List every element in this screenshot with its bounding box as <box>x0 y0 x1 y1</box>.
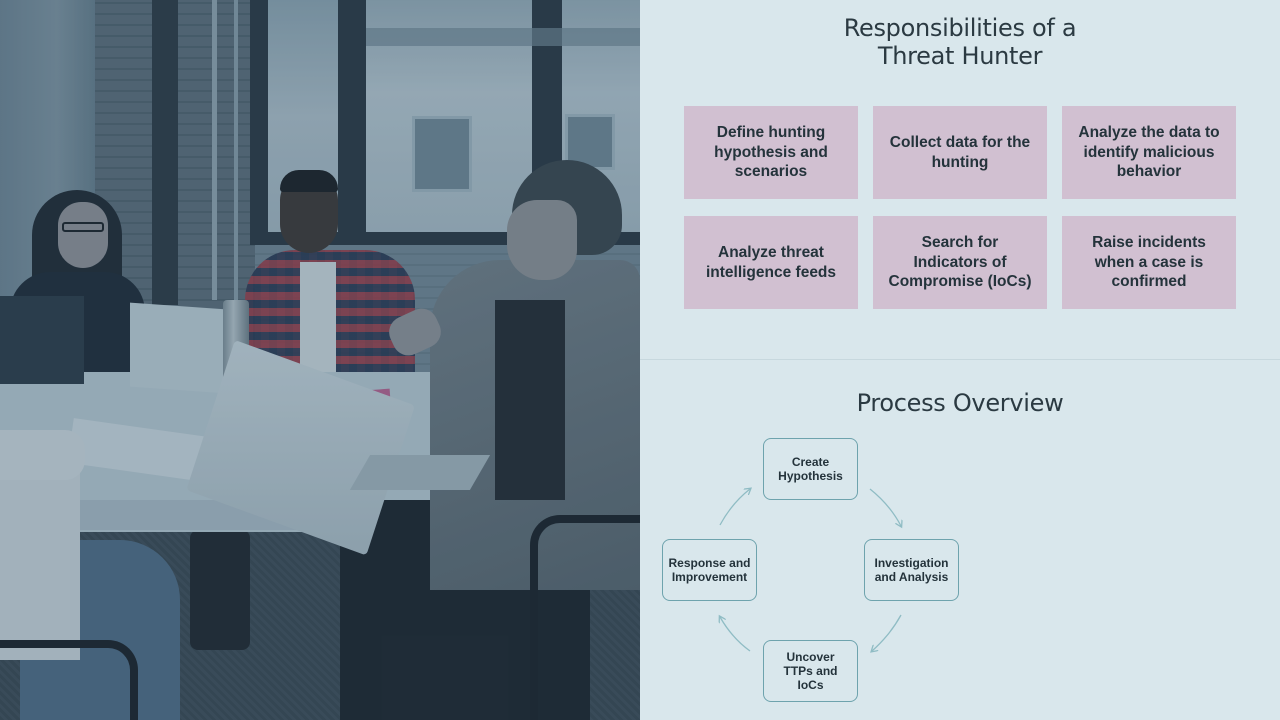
photo-building-roofline <box>366 28 640 46</box>
photo-building-window <box>412 116 472 192</box>
responsibilities-grid: Define hunting hypothesis and scenarios … <box>684 106 1236 309</box>
process-step-uncover-ttps: Uncover TTPs and IoCs <box>763 640 858 702</box>
photo-person-body <box>0 470 80 660</box>
arrow-icon <box>720 617 751 652</box>
photo-person-man-hair <box>280 170 338 192</box>
photo-person-tshirt <box>300 262 336 372</box>
responsibilities-title-line1: Responsibilities of a <box>843 14 1077 42</box>
arrow-icon <box>869 488 901 526</box>
process-title: Process Overview <box>856 389 1064 417</box>
process-cycle-diagram: Create Hypothesis Investigation and Anal… <box>640 0 1280 720</box>
process-step-response: Response and Improvement <box>662 539 757 601</box>
photo-person-leg <box>190 530 250 650</box>
photo-pillar <box>152 0 178 305</box>
responsibilities-title: Responsibilities of a Threat Hunter <box>640 14 1280 70</box>
responsibility-card: Analyze threat intelligence feeds <box>684 216 858 309</box>
responsibility-card: Collect data for the hunting <box>873 106 1047 199</box>
responsibility-card: Define hunting hypothesis and scenarios <box>684 106 858 199</box>
arrow-icon <box>872 614 902 651</box>
photo-blue-tint-overlay <box>0 0 640 720</box>
photo-pipe <box>234 0 238 300</box>
content-panel: Responsibilities of a Threat Hunter Defi… <box>640 0 1280 720</box>
photo-laptop <box>0 296 84 384</box>
responsibility-card: Search for Indicators of Compromise (IoC… <box>873 216 1047 309</box>
responsibility-card: Analyze the data to identify malicious b… <box>1062 106 1236 199</box>
responsibilities-title-line2: Threat Hunter <box>877 42 1043 70</box>
responsibility-card: Raise incidents when a case is confirmed <box>1062 216 1236 309</box>
process-step-create-hypothesis: Create Hypothesis <box>763 438 858 500</box>
photo-person-arm <box>0 430 85 480</box>
arrow-icon <box>719 489 750 526</box>
photo-chair <box>530 515 640 720</box>
photo-pipe <box>212 0 217 300</box>
photo-person-man2-face <box>507 200 577 280</box>
photo-glasses <box>62 222 104 232</box>
photo-person-shirt <box>495 300 565 500</box>
photo-person-woman-face <box>58 202 108 268</box>
team-meeting-photo <box>0 0 640 720</box>
photo-chair <box>0 640 138 720</box>
section-divider <box>640 359 1280 360</box>
process-step-investigation: Investigation and Analysis <box>864 539 959 601</box>
